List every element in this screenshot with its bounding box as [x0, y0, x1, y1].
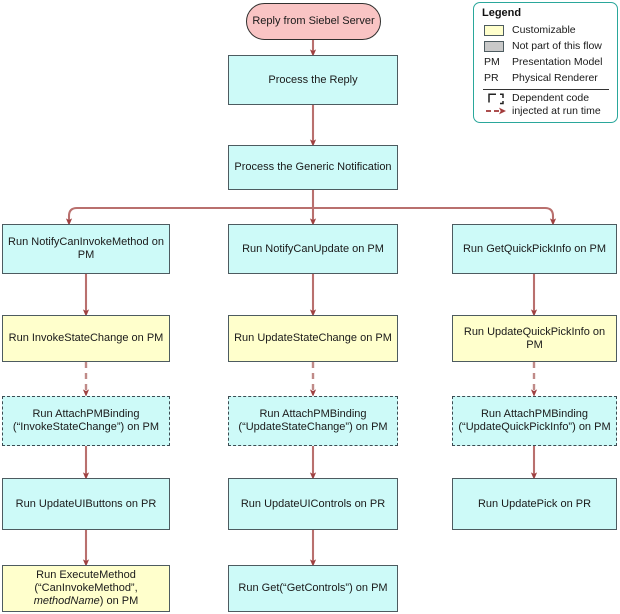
node-label: Run NotifyCanInvokeMethod on PM	[8, 236, 164, 261]
legend-row-dependent-code: Dependent code injected at run time	[484, 92, 611, 118]
node-label: Run UpdateUIControls on PR	[240, 497, 386, 510]
legend-row-pm: PM Presentation Model	[484, 54, 611, 70]
node-label: Run AttachPMBinding (“InvokeStateChange”…	[12, 408, 160, 433]
legend-abbr-pm: PM	[484, 56, 500, 68]
legend-row-pr: PR Physical Renderer	[484, 70, 611, 86]
node-run-get-getcontrols-on-pm[interactable]: Run Get(“GetControls”) on PM	[228, 565, 398, 612]
node-run-updateuibuttons-on-pr[interactable]: Run UpdateUIButtons on PR	[2, 478, 170, 530]
node-label: Run NotifyCanUpdate on PM	[242, 242, 384, 255]
legend-dependent-line2: injected at run time	[512, 104, 601, 117]
node-label-line1: Run ExecuteMethod	[36, 569, 136, 581]
node-label: Run AttachPMBinding (“UpdateQuickPickInf…	[458, 408, 611, 433]
node-run-notifycaninvokemethod-on-pm[interactable]: Run NotifyCanInvokeMethod on PM	[2, 224, 170, 274]
node-run-attachpmbinding-updatequickpickinfo-on-pm[interactable]: Run AttachPMBinding (“UpdateQuickPickInf…	[452, 396, 617, 446]
node-run-updateuicontrols-on-pr[interactable]: Run UpdateUIControls on PR	[228, 478, 398, 530]
legend-label: Not part of this flow	[512, 40, 602, 52]
node-label: Run UpdatePick on PR	[477, 497, 592, 510]
node-label: Reply from Siebel Server	[252, 15, 375, 27]
node-run-getquickpickinfo-on-pm[interactable]: Run GetQuickPickInfo on PM	[452, 224, 617, 274]
legend-panel: Legend Customizable Not part of this flo…	[473, 2, 618, 123]
node-label-line2: (“CanInvokeMethod”,	[34, 582, 138, 594]
legend-dependent-line1: Dependent code	[512, 92, 590, 104]
edge-bus-right	[313, 206, 557, 226]
node-label: Process the Generic Notification	[234, 161, 392, 173]
dependent-code-icon	[484, 92, 512, 117]
legend-row-not-part-of-flow: Not part of this flow	[484, 38, 611, 54]
legend-label: Presentation Model	[512, 56, 603, 68]
legend-divider	[483, 89, 609, 90]
node-run-attachpmbinding-invokestatechange-on-pm[interactable]: Run AttachPMBinding (“InvokeStateChange”…	[2, 396, 170, 446]
node-run-executemethod-caninvokemethod-on-pm[interactable]: Run ExecuteMethod (“CanInvokeMethod”, me…	[2, 565, 170, 612]
node-label: Run UpdateUIButtons on PR	[15, 497, 157, 510]
legend-row-customizable: Customizable	[484, 22, 611, 38]
legend-dependent-text: Dependent code injected at run time	[512, 92, 601, 117]
legend-title: Legend	[482, 7, 522, 19]
legend-label: Physical Renderer	[512, 72, 598, 84]
legend-label: Customizable	[512, 24, 576, 36]
node-label: Run InvokeStateChange on PM	[8, 332, 164, 344]
swatch-not-in-flow-icon	[484, 40, 512, 52]
node-start-reply-from-siebel-server[interactable]: Reply from Siebel Server	[246, 3, 381, 40]
node-label: Run AttachPMBinding (“UpdateStateChange”…	[238, 408, 388, 433]
node-run-updatequickpickinfo-on-pm[interactable]: Run UpdateQuickPickInfo on PM	[452, 315, 617, 362]
node-run-updatepick-on-pr[interactable]: Run UpdatePick on PR	[452, 478, 617, 530]
node-label: Run UpdateQuickPickInfo on PM	[463, 325, 606, 351]
dashed-box-and-arrow-icon	[486, 93, 506, 115]
node-label-line3: methodName) on PM	[34, 595, 139, 608]
node-run-updatestatechange-on-pm[interactable]: Run UpdateStateChange on PM	[228, 315, 398, 362]
edge-bus-left	[65, 206, 313, 226]
node-run-notifycanupdate-on-pm[interactable]: Run NotifyCanUpdate on PM	[228, 224, 398, 274]
node-label: Run Get(“GetControls”) on PM	[238, 582, 388, 594]
node-label: Run UpdateStateChange on PM	[234, 332, 392, 344]
node-label: Run GetQuickPickInfo on PM	[462, 242, 607, 255]
node-label-line3-rest: ) on PM	[99, 595, 139, 607]
swatch-customizable-icon	[484, 24, 512, 36]
legend-abbr-pr: PR	[484, 72, 499, 84]
node-run-attachpmbinding-updatestatechange-on-pm[interactable]: Run AttachPMBinding (“UpdateStateChange”…	[228, 396, 398, 446]
node-process-the-generic-notification[interactable]: Process the Generic Notification	[228, 145, 398, 190]
node-label: Process the Reply	[268, 73, 358, 86]
node-label-methodname: methodName	[33, 595, 100, 607]
node-run-invokestatechange-on-pm[interactable]: Run InvokeStateChange on PM	[2, 315, 170, 362]
node-process-the-reply[interactable]: Process the Reply	[228, 55, 398, 105]
